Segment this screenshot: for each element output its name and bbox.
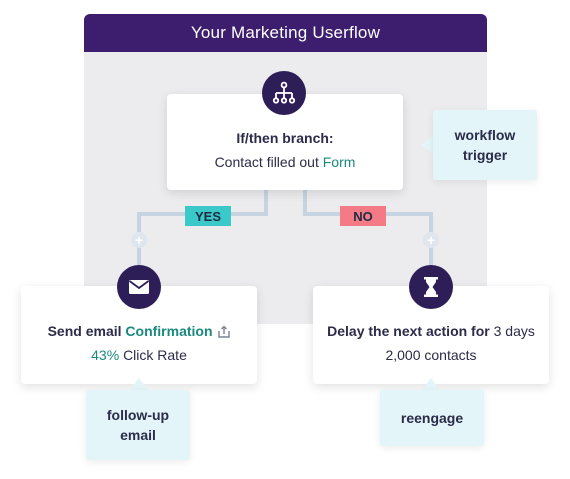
send-email-card[interactable]: Send email Confirmation 43% Click Rate — [21, 286, 257, 384]
connector-no-vertical-top — [303, 190, 307, 216]
click-rate-value: 43% — [91, 347, 120, 363]
delay-contacts: 2,000 contacts — [385, 347, 477, 363]
no-label: NO — [340, 206, 386, 226]
connector-yes-vertical-top — [264, 190, 268, 216]
reengage-callout: reengage — [380, 390, 484, 446]
follow-up-pointer — [130, 378, 148, 390]
envelope-icon — [117, 265, 161, 309]
reengage-pointer — [422, 378, 440, 390]
workflow-trigger-callout: workflow trigger — [433, 110, 537, 180]
add-step-yes-button[interactable]: + — [131, 232, 147, 248]
follow-up-callout: follow-up email — [86, 390, 190, 460]
delay-prefix: Delay the next action for — [327, 323, 490, 339]
branch-title: If/then branch: — [236, 130, 334, 146]
branch-icon — [262, 71, 306, 115]
send-email-title: Send email Confirmation — [21, 323, 257, 341]
branch-card[interactable]: If/then branch: Contact filled out Form — [167, 94, 403, 190]
add-step-no-button[interactable]: + — [423, 232, 439, 248]
workflow-trigger-pointer — [421, 136, 433, 154]
branch-condition-text: Contact filled out — [214, 154, 319, 170]
click-rate-row: 43% Click Rate — [21, 347, 257, 363]
confirmation-link[interactable]: Confirmation — [125, 323, 213, 339]
delay-duration: 3 days — [493, 323, 535, 339]
click-rate-label: Click Rate — [123, 347, 187, 363]
delay-title: Delay the next action for 3 days — [313, 323, 549, 339]
share-icon[interactable] — [218, 325, 231, 341]
send-email-prefix: Send email — [47, 323, 122, 339]
yes-label: YES — [185, 206, 231, 226]
panel-title: Your Marketing Userflow — [84, 14, 487, 52]
branch-condition: Contact filled out Form — [167, 154, 403, 170]
hourglass-icon — [409, 265, 453, 309]
form-link[interactable]: Form — [322, 154, 356, 170]
